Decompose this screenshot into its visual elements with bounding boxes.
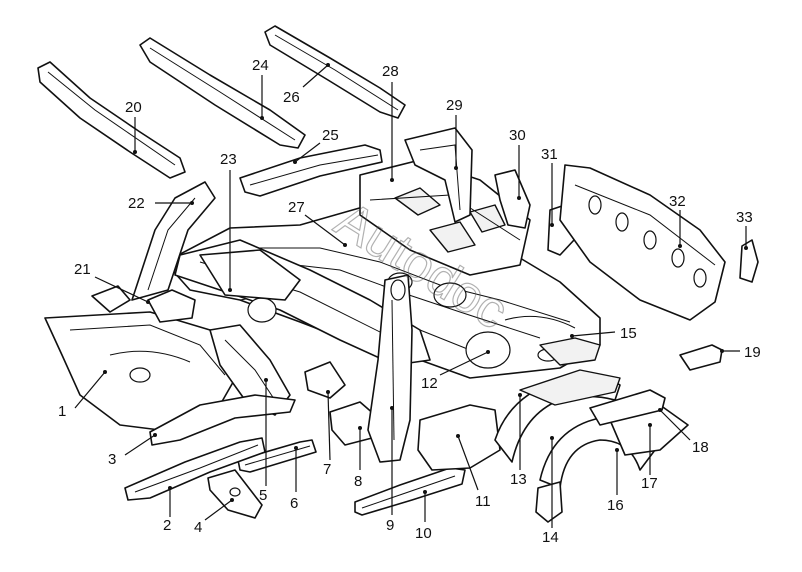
- part-21-bracket: [91, 285, 196, 323]
- part-29-bracket: [404, 127, 473, 223]
- callout-8: 8: [354, 473, 362, 490]
- callout-32: 32: [669, 193, 686, 210]
- part-2-member: [124, 437, 266, 501]
- callout-22: 22: [128, 195, 145, 212]
- part-19-trim: [679, 344, 723, 371]
- part-3-member: [149, 394, 296, 446]
- part-14-bracket: [535, 481, 563, 523]
- callout-9: 9: [386, 517, 394, 534]
- part-7-bracket: [304, 361, 346, 399]
- part-33-bracket: [739, 239, 759, 283]
- part-30-bracket: [494, 169, 531, 229]
- part-18-sill: [589, 389, 666, 426]
- callout-2: 2: [163, 517, 171, 534]
- part-15-rear: [539, 337, 601, 366]
- part-25-crossmember: [239, 144, 383, 197]
- callout-27: 27: [288, 199, 305, 216]
- callout-23: 23: [220, 151, 237, 168]
- callout-13: 13: [510, 471, 527, 488]
- callout-5: 5: [259, 487, 267, 504]
- callout-4: 4: [194, 519, 202, 536]
- callout-29: 29: [446, 97, 463, 114]
- callout-15: 15: [620, 325, 637, 342]
- callout-21: 21: [74, 261, 91, 278]
- part-23-bracket: [199, 249, 301, 301]
- callout-6: 6: [290, 495, 298, 512]
- callout-20: 20: [125, 99, 142, 116]
- callout-33: 33: [736, 209, 753, 226]
- part-28-rear-panel: [359, 159, 531, 276]
- part-20-rail: [37, 61, 186, 179]
- callout-16: 16: [607, 497, 624, 514]
- part-9-pillar: [367, 274, 413, 463]
- callout-7: 7: [323, 461, 331, 478]
- part-24-rail: [139, 37, 306, 149]
- part-4-bracket: [207, 469, 263, 519]
- leader-lines: [74, 63, 748, 528]
- part-22-pillar: [131, 181, 216, 301]
- callout-1: 1: [58, 403, 66, 420]
- callout-25: 25: [322, 127, 339, 144]
- part-26-rail: [264, 25, 406, 119]
- callout-31: 31: [541, 146, 558, 163]
- callout-17: 17: [641, 475, 658, 492]
- callout-12: 12: [421, 375, 438, 392]
- callout-3: 3: [108, 451, 116, 468]
- callout-10: 10: [415, 525, 432, 542]
- callout-labels: 1 2 3 4 5 6 7 8 9 10 11 12 13 14 15 16 1…: [58, 57, 761, 546]
- callout-19: 19: [744, 344, 761, 361]
- part-32-rear-crossmember: [559, 164, 726, 321]
- callout-24: 24: [252, 57, 269, 74]
- callout-26: 26: [283, 89, 300, 106]
- callout-11: 11: [475, 493, 491, 510]
- callout-28: 28: [382, 63, 399, 80]
- callout-18: 18: [692, 439, 709, 456]
- part-12-cover: [519, 369, 621, 406]
- callout-14: 14: [542, 529, 559, 546]
- callout-30: 30: [509, 127, 526, 144]
- part-10-sill: [354, 467, 466, 516]
